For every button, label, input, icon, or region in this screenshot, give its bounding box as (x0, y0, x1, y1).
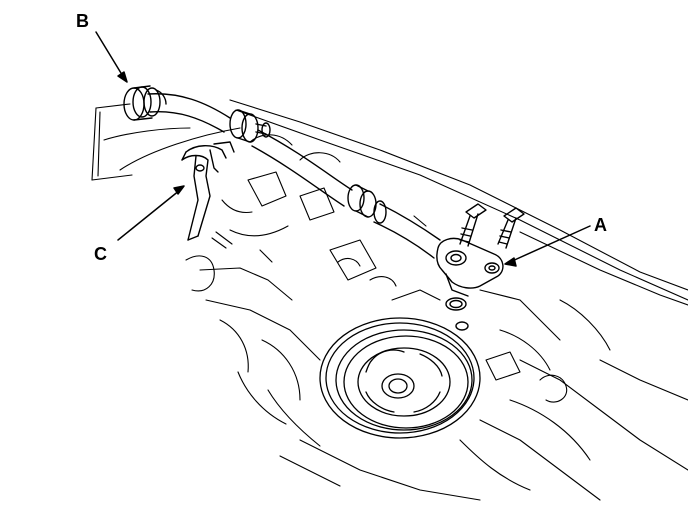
callout-label-b: B (76, 11, 89, 31)
flange-bolt (460, 204, 524, 248)
leader-line-c (118, 186, 184, 240)
power-steering-hose (148, 94, 440, 258)
hose-end-fitting (124, 86, 166, 120)
engine-block-outline (92, 100, 688, 500)
callout-label-c: C (94, 244, 107, 264)
callout-label-a: A (594, 215, 607, 235)
power-steering-pump-pulley (320, 318, 480, 438)
o-ring (446, 298, 468, 330)
leader-line-b (96, 32, 127, 82)
hose-bracket (182, 142, 234, 240)
leader-line-a (505, 226, 590, 266)
hose-clamp-lower (348, 185, 386, 223)
hose-clamp (230, 110, 270, 142)
hose-banjo-fitting (437, 238, 503, 296)
